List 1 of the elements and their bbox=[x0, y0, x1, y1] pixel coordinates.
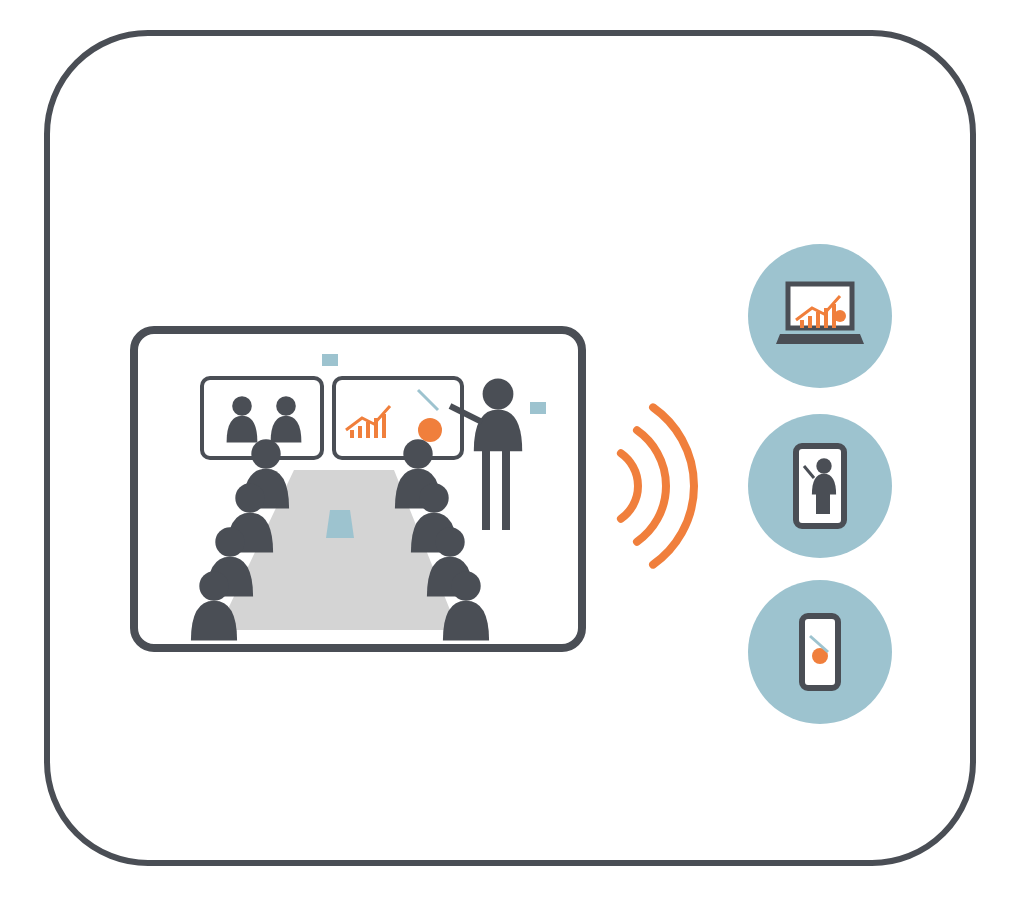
frame-background bbox=[44, 30, 976, 866]
